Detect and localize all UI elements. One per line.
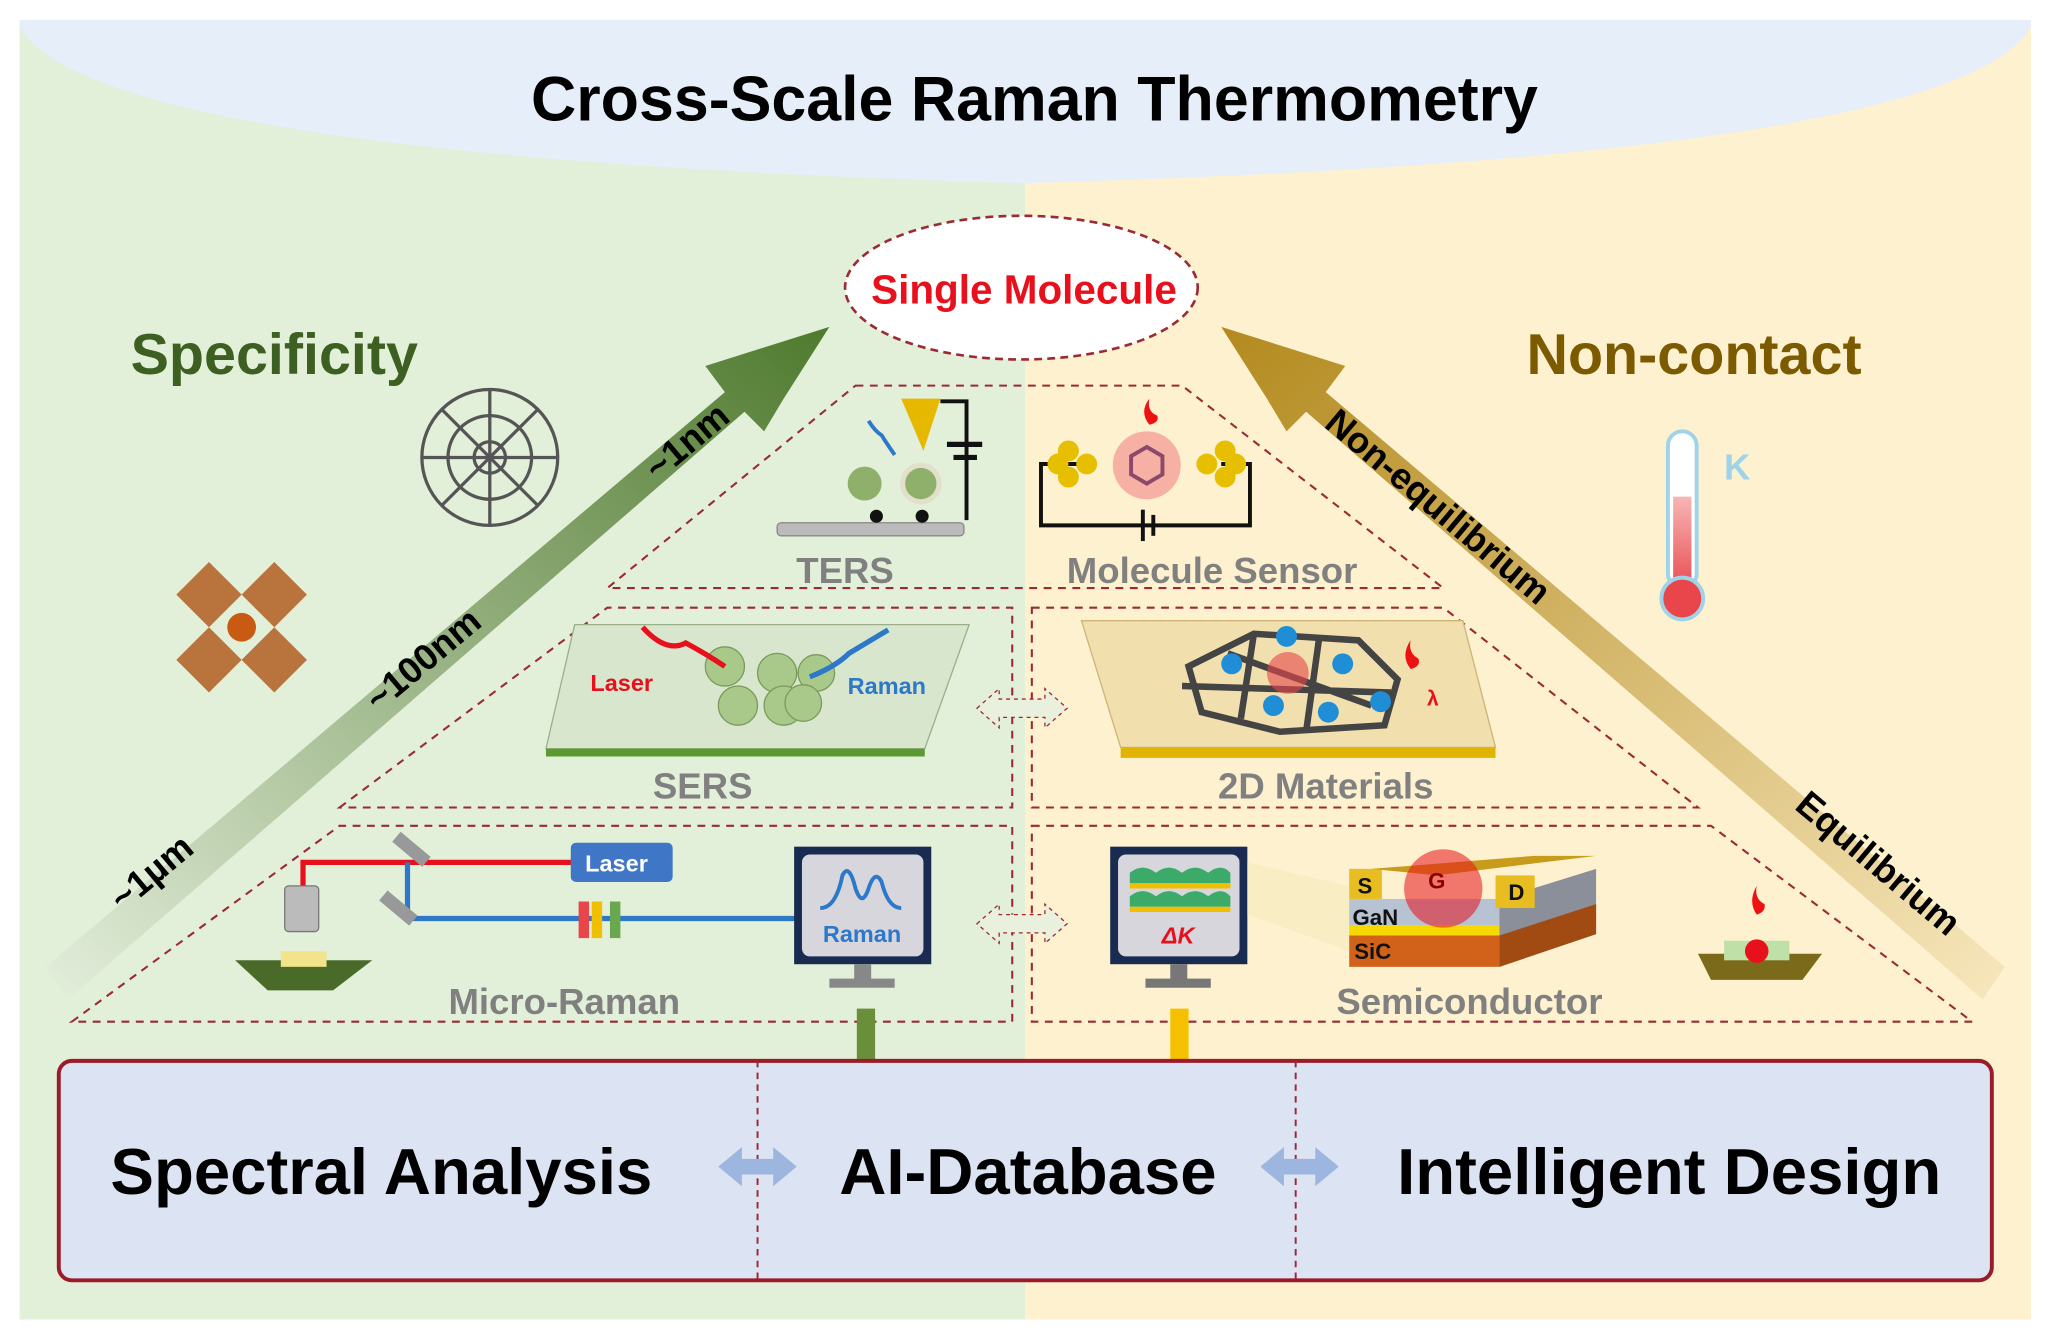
laser-box-label: Laser	[585, 850, 648, 876]
equilibrium-arrow	[1221, 326, 2005, 1000]
title-band	[19, 19, 2032, 184]
bottom-panel	[56, 1058, 1994, 1283]
monitor-raman-label: Raman	[823, 921, 901, 947]
sers-laser-label: Laser	[590, 670, 653, 696]
tier-bottom-left	[68, 824, 1014, 1023]
delta-k-monitor	[1110, 846, 1248, 988]
single-molecule-label: Single Molecule	[871, 266, 1177, 312]
ters-illustration	[776, 398, 983, 537]
link-arrow-middle	[975, 687, 1069, 730]
lambda-label: λ	[1427, 688, 1439, 711]
gate-label: G	[1428, 868, 1445, 893]
source-label: S	[1357, 874, 1372, 899]
gan-label: GaN	[1353, 905, 1399, 930]
thermometer-unit: K	[1724, 447, 1751, 488]
tier-middle-right	[1030, 606, 1701, 809]
double-arrow-1	[718, 1147, 797, 1187]
thermometer-icon	[1659, 429, 1706, 622]
perovskite-icon	[176, 561, 307, 693]
double-arrow-2	[1260, 1147, 1339, 1187]
tier-middle-left	[336, 606, 1014, 809]
micro-raman-label: Micro-Raman	[448, 981, 680, 1022]
2d-materials-illustration	[1080, 620, 1497, 758]
specificity-heading: Specificity	[131, 323, 418, 387]
ters-label: TERS	[796, 550, 894, 591]
molecule-sensor-illustration	[1039, 398, 1252, 542]
sers-label: SERS	[653, 765, 753, 806]
laser-box	[570, 842, 673, 882]
tier-top	[604, 384, 1447, 590]
spectral-analysis-label: Spectral Analysis	[110, 1135, 652, 1208]
sers-illustration	[545, 623, 971, 757]
raman-monitor	[794, 846, 932, 988]
non-contact-heading: Non-contact	[1526, 323, 1861, 387]
sic-label: SiC	[1354, 939, 1391, 964]
2d-materials-label: 2D Materials	[1218, 765, 1433, 806]
sers-raman-label: Raman	[848, 673, 926, 699]
intelligent-design-label: Intelligent Design	[1397, 1135, 1941, 1208]
drain-label: D	[1508, 880, 1524, 905]
micro-raman-illustration	[235, 831, 797, 991]
fullerene-icon	[420, 387, 560, 527]
link-arrow-bottom	[975, 902, 1069, 945]
ai-database-label: AI-Database	[839, 1135, 1216, 1208]
scale-arrow	[45, 326, 830, 1000]
single-molecule-ellipse	[843, 214, 1200, 361]
molecule-sensor-label: Molecule Sensor	[1067, 550, 1358, 591]
delta-k-label: ΔK	[1161, 922, 1197, 948]
filter-icon	[578, 901, 621, 939]
semiconductor-label: Semiconductor	[1336, 981, 1602, 1022]
diagram-title: Cross-Scale Raman Thermometry	[531, 64, 1538, 134]
tier-bottom-right	[1030, 824, 1976, 1023]
